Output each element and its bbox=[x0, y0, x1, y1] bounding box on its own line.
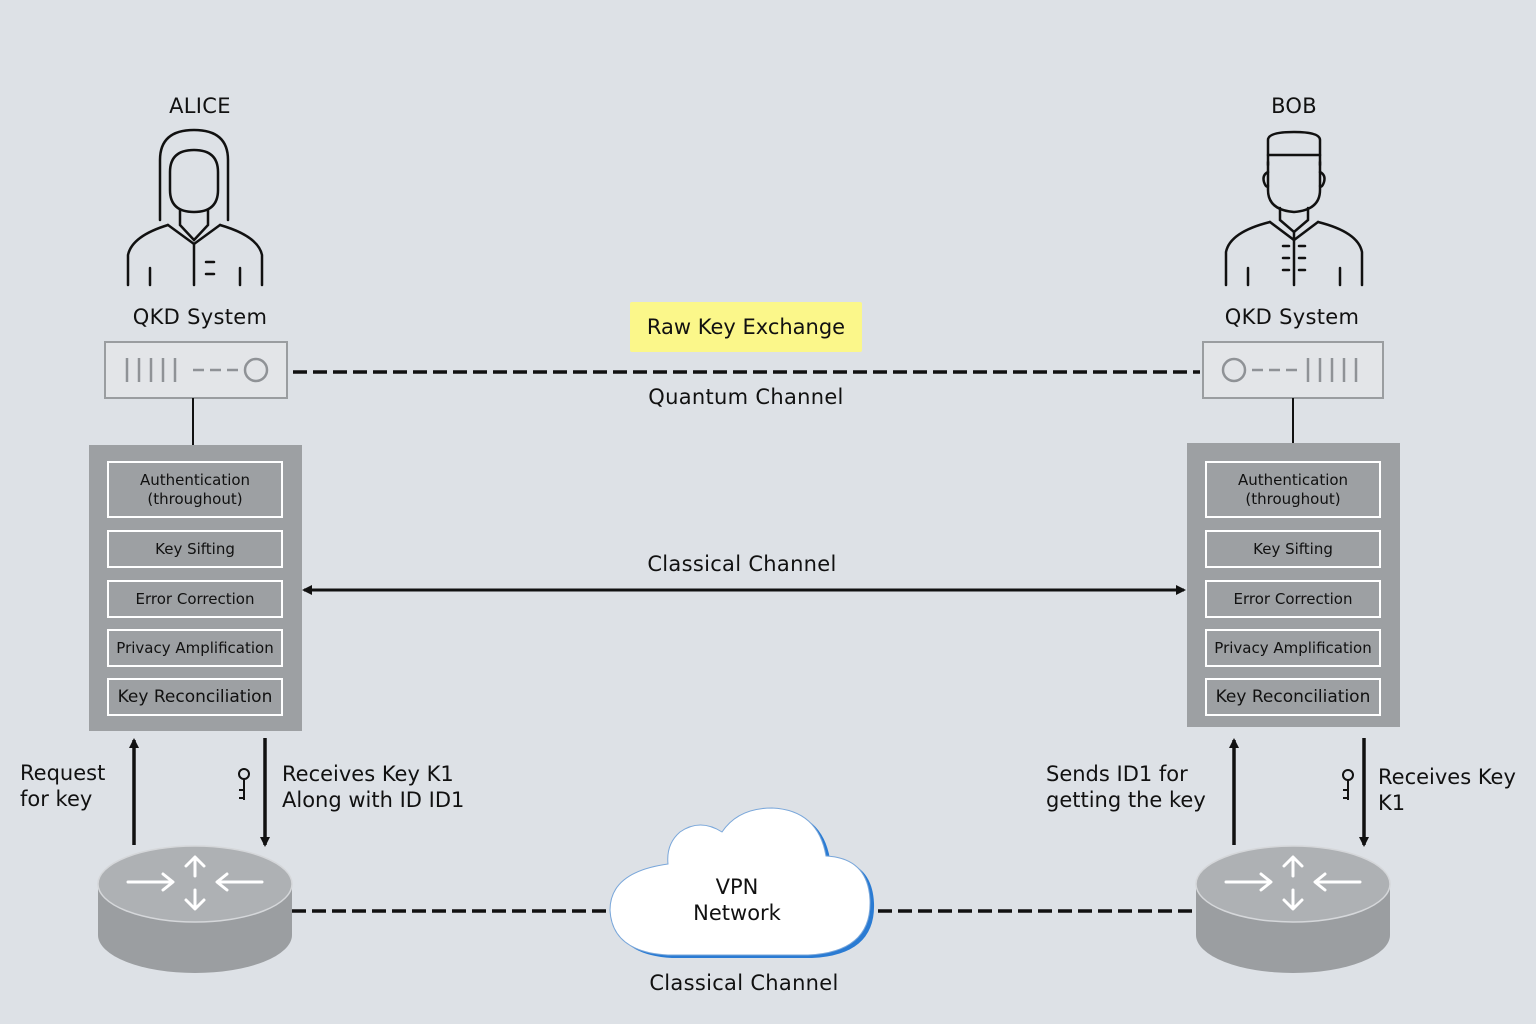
classical-channel-top-label: Classical Channel bbox=[647, 552, 837, 576]
alice-request-text: Request for key bbox=[20, 760, 105, 812]
alice-step-privacy-amplification-label: Privacy Amplification bbox=[116, 638, 274, 657]
bob-step-key-reconciliation-label: Key Reconciliation bbox=[1215, 686, 1371, 707]
alice-key-icon bbox=[238, 768, 250, 800]
alice-receives-line-2: Along with ID ID1 bbox=[282, 788, 465, 812]
alice-step-key-reconciliation: Key Reconciliation bbox=[107, 678, 283, 716]
vpn-line-1: VPN bbox=[715, 875, 759, 899]
bob-step-key-sifting-label: Key Sifting bbox=[1253, 539, 1333, 558]
alice-step-privacy-amplification: Privacy Amplification bbox=[107, 629, 283, 667]
bob-qkd-label: QKD System bbox=[1224, 305, 1360, 329]
bob-sends-line-1: Sends ID1 for bbox=[1046, 762, 1188, 786]
alice-qkd-label: QKD System bbox=[132, 305, 268, 329]
classical-channel-bottom-label: Classical Channel bbox=[649, 971, 839, 995]
alice-request-line-1: Request bbox=[20, 761, 106, 785]
bob-receives-text: Receives Key K1 bbox=[1378, 764, 1516, 816]
bob-sends-line-2: getting the key bbox=[1046, 788, 1206, 812]
bob-step-error-correction: Error Correction bbox=[1205, 580, 1381, 618]
alice-process-stack: Authentication (throughout) Key Sifting … bbox=[89, 445, 302, 731]
bob-qkd-device bbox=[1202, 341, 1384, 399]
alice-step-authentication: Authentication (throughout) bbox=[107, 461, 283, 518]
bob-step-authentication-label: Authentication (throughout) bbox=[1237, 470, 1349, 508]
bob-sends-text: Sends ID1 for getting the key bbox=[1046, 761, 1206, 813]
bob-person-icon bbox=[1224, 130, 1364, 287]
quantum-channel-label: Quantum Channel bbox=[648, 385, 844, 409]
alice-step-key-reconciliation-label: Key Reconciliation bbox=[117, 686, 273, 707]
raw-key-exchange-label: Raw Key Exchange bbox=[630, 302, 862, 352]
bob-step-privacy-amplification: Privacy Amplification bbox=[1205, 629, 1381, 667]
bob-step-key-reconciliation: Key Reconciliation bbox=[1205, 678, 1381, 716]
alice-step-key-sifting: Key Sifting bbox=[107, 530, 283, 568]
alice-step-key-sifting-label: Key Sifting bbox=[155, 539, 235, 558]
alice-step-authentication-label: Authentication (throughout) bbox=[139, 470, 251, 508]
alice-step-error-correction: Error Correction bbox=[107, 580, 283, 618]
bob-name: BOB bbox=[1271, 94, 1317, 118]
vpn-network-label: VPN Network bbox=[672, 874, 802, 926]
vpn-cloud-icon bbox=[609, 807, 875, 958]
bob-receives-line-2: K1 bbox=[1378, 791, 1406, 815]
bob-process-stack: Authentication (throughout) Key Sifting … bbox=[1187, 443, 1400, 727]
bob-step-privacy-amplification-label: Privacy Amplification bbox=[1214, 638, 1372, 657]
bob-step-authentication: Authentication (throughout) bbox=[1205, 461, 1381, 518]
alice-request-line-2: for key bbox=[20, 787, 93, 811]
alice-receives-line-1: Receives Key K1 bbox=[282, 762, 454, 786]
bob-receives-line-1: Receives Key bbox=[1378, 765, 1516, 789]
raw-key-exchange-text: Raw Key Exchange bbox=[646, 315, 846, 339]
alice-person-icon bbox=[126, 128, 264, 287]
bob-key-icon bbox=[1342, 769, 1354, 800]
alice-router-icon bbox=[97, 845, 293, 973]
vpn-line-2: Network bbox=[693, 901, 781, 925]
bob-router-icon bbox=[1195, 845, 1391, 973]
alice-qkd-device bbox=[104, 341, 288, 399]
bob-step-key-sifting: Key Sifting bbox=[1205, 530, 1381, 568]
alice-receives-text: Receives Key K1 Along with ID ID1 bbox=[282, 761, 464, 813]
bob-step-error-correction-label: Error Correction bbox=[1233, 589, 1353, 608]
alice-name: ALICE bbox=[169, 94, 231, 118]
alice-step-error-correction-label: Error Correction bbox=[135, 589, 255, 608]
